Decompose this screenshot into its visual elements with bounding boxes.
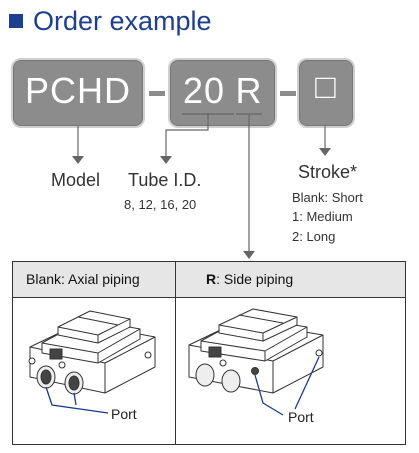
stroke-option-1: 1: Medium <box>292 209 353 224</box>
tube-id-label: Tube I.D. <box>128 170 202 190</box>
model-code-text: PCHD <box>24 70 131 111</box>
dash-2 <box>280 91 296 96</box>
stroke-option-2: 2: Long <box>292 229 336 244</box>
bore-code-text: 20 <box>182 70 226 111</box>
title-square-icon <box>9 14 23 28</box>
axial-piping-header: Blank: Axial piping <box>26 271 140 287</box>
bore-piping-code-box <box>168 58 277 128</box>
stroke-code-box <box>297 58 355 128</box>
side-piping-label: : Side piping <box>216 271 294 287</box>
piping-table <box>12 261 406 445</box>
section-title: Order example <box>33 6 212 36</box>
axial-port-label: Port <box>111 406 137 422</box>
side-port-label: Port <box>288 409 314 425</box>
side-piping-cylinder-image <box>188 308 324 416</box>
piping-table-header <box>13 262 405 298</box>
stroke-label: Stroke* <box>298 162 358 182</box>
stroke-option-blank: Blank: Short <box>292 190 363 205</box>
model-label: Model <box>51 170 101 190</box>
stroke-code-text: □ <box>315 68 337 106</box>
axial-piping-cylinder-image <box>28 310 156 414</box>
dash-1 <box>149 91 165 96</box>
tube-id-values: 8, 12, 16, 20 <box>124 197 197 212</box>
side-piping-code: R <box>206 271 217 287</box>
side-piping-header: R: Side piping <box>206 271 293 287</box>
table-divider <box>175 262 176 444</box>
piping-code-text: R <box>235 70 263 111</box>
